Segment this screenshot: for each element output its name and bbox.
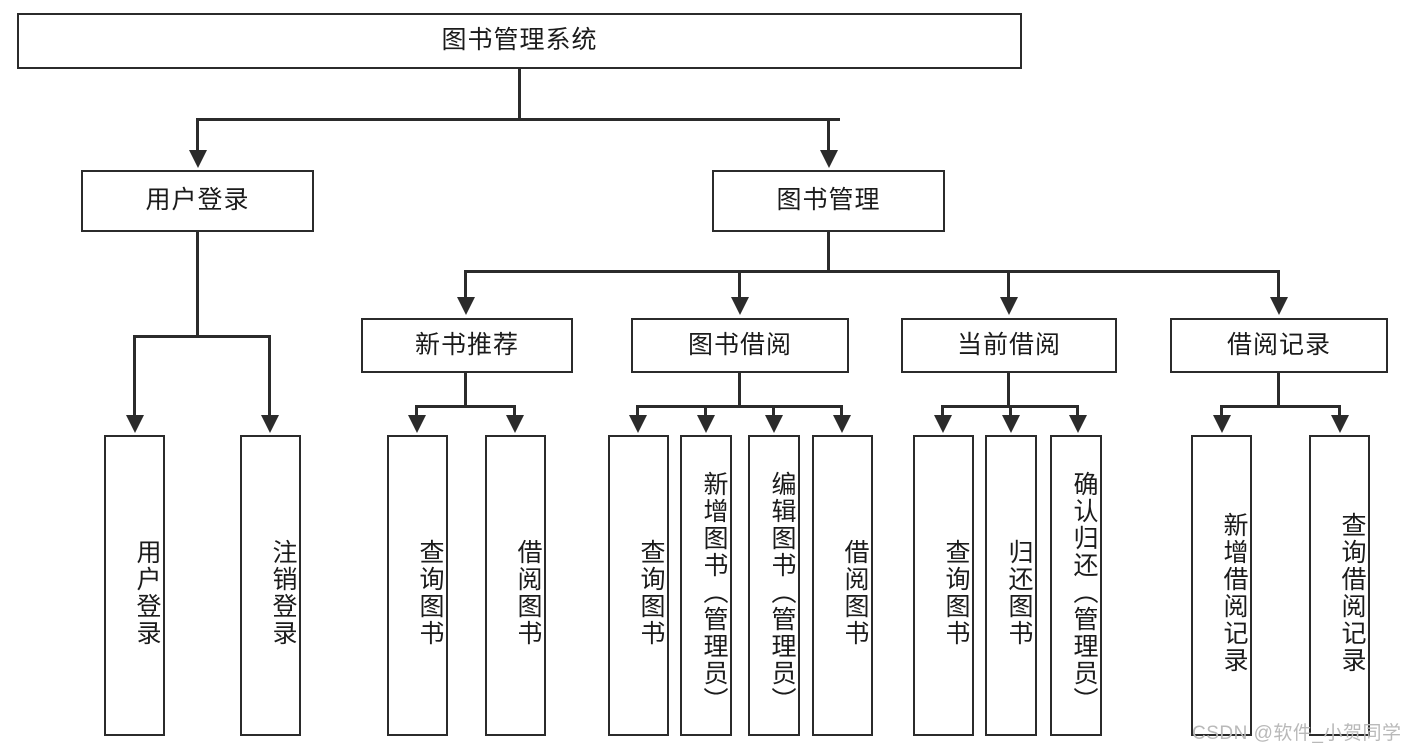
arrow-current-borrow-leaf1 [934, 415, 952, 433]
node-label: 借阅图书 [841, 538, 869, 647]
node-label: 用户登录 [133, 538, 161, 647]
connector-user-login-leaf1 [133, 335, 136, 418]
arrow-to-new-book [457, 297, 475, 315]
connector-borrow-record-bus [1220, 405, 1341, 408]
arrow-current-borrow-leaf2 [1002, 415, 1020, 433]
node-new-book-recommend[interactable]: 新书推荐 [361, 318, 573, 373]
node-current-borrow[interactable]: 当前借阅 [901, 318, 1117, 373]
node-label: 注销登录 [269, 538, 297, 647]
connector-book-borrow-leaf1 [636, 405, 639, 418]
arrow-to-borrow-record [1270, 297, 1288, 315]
connector-borrow-record-leaf2 [1338, 405, 1341, 418]
node-label: 查询图书 [416, 538, 444, 647]
leaf-return-book[interactable]: 归还图书 [985, 435, 1037, 736]
node-borrow-record[interactable]: 借阅记录 [1170, 318, 1388, 373]
connector-user-login-stem [196, 232, 199, 337]
connector-book-borrow-leaf2 [704, 405, 707, 418]
arrow-user-login-leaf2 [261, 415, 279, 433]
arrow-book-borrow-leaf4 [833, 415, 851, 433]
arrow-borrow-record-leaf2 [1331, 415, 1349, 433]
leaf-borrow-book-recommend[interactable]: 借阅图书 [485, 435, 546, 736]
node-label: 查询借阅记录 [1338, 511, 1366, 674]
arrow-root-to-book-mgmt [820, 150, 838, 168]
connector-root-to-user-login [196, 118, 199, 153]
arrow-current-borrow-leaf3 [1069, 415, 1087, 433]
node-label: 图书借阅 [687, 330, 792, 359]
node-label: 新书推荐 [414, 330, 519, 359]
node-label: 新增借阅记录 [1220, 511, 1248, 674]
connector-root-bus [196, 118, 840, 121]
node-label: 当前借阅 [956, 330, 1061, 359]
node-label: 图书管理 [776, 186, 881, 215]
leaf-user-login[interactable]: 用户登录 [104, 435, 165, 736]
connector-new-book-stem [464, 373, 467, 408]
connector-to-new-book [464, 270, 467, 300]
connector-to-borrow-record [1277, 270, 1280, 300]
leaf-query-book[interactable]: 查询图书 [608, 435, 669, 736]
arrow-borrow-record-leaf1 [1213, 415, 1231, 433]
node-label: 新增图书（管理员） [700, 471, 728, 714]
connector-current-borrow-leaf3 [1076, 405, 1079, 418]
connector-current-borrow-leaf1 [941, 405, 944, 418]
connector-book-mgmt-bus [464, 270, 1280, 273]
connector-root-stem [518, 69, 521, 120]
connector-book-mgmt-stem [827, 232, 830, 272]
leaf-add-book-admin[interactable]: 新增图书（管理员） [680, 435, 732, 736]
leaf-confirm-return-admin[interactable]: 确认归还（管理员） [1050, 435, 1102, 736]
node-book-management[interactable]: 图书管理 [712, 170, 945, 232]
node-label: 查询图书 [942, 538, 970, 647]
connector-borrow-record-leaf1 [1220, 405, 1223, 418]
arrow-book-borrow-leaf3 [765, 415, 783, 433]
connector-new-book-leaf2 [513, 405, 516, 418]
arrow-new-book-leaf1 [408, 415, 426, 433]
arrow-book-borrow-leaf2 [697, 415, 715, 433]
node-label: 确认归还（管理员） [1070, 471, 1098, 714]
connector-borrow-record-stem [1277, 373, 1280, 408]
node-label: 图书管理系统 [441, 26, 598, 55]
node-label: 编辑图书（管理员） [768, 471, 796, 714]
connector-to-book-borrow [738, 270, 741, 300]
arrow-book-borrow-leaf1 [629, 415, 647, 433]
node-label: 查询图书 [637, 538, 665, 647]
connector-user-login-leaf2 [268, 335, 271, 418]
arrow-root-to-user-login [189, 150, 207, 168]
leaf-query-borrow-record[interactable]: 查询借阅记录 [1309, 435, 1370, 736]
connector-root-to-book-mgmt [827, 118, 830, 153]
leaf-query-book-current[interactable]: 查询图书 [913, 435, 974, 736]
leaf-edit-book-admin[interactable]: 编辑图书（管理员） [748, 435, 800, 736]
leaf-logout[interactable]: 注销登录 [240, 435, 301, 736]
arrow-to-current-borrow [1000, 297, 1018, 315]
leaf-query-book-recommend[interactable]: 查询图书 [387, 435, 448, 736]
node-user-login[interactable]: 用户登录 [81, 170, 314, 232]
connector-book-borrow-leaf3 [772, 405, 775, 418]
csdn-watermark: CSDN @软件_小贺同学 [1192, 723, 1402, 744]
connector-book-borrow-leaf4 [840, 405, 843, 418]
connector-to-current-borrow [1007, 270, 1010, 300]
node-label: 借阅记录 [1226, 330, 1331, 359]
arrow-to-book-borrow [731, 297, 749, 315]
node-root-system[interactable]: 图书管理系统 [17, 13, 1022, 69]
connector-new-book-bus [415, 405, 516, 408]
node-label: 借阅图书 [514, 538, 542, 647]
connector-new-book-leaf1 [415, 405, 418, 418]
connector-book-borrow-stem [738, 373, 741, 408]
arrow-new-book-leaf2 [506, 415, 524, 433]
connector-user-login-bus [133, 335, 271, 338]
leaf-borrow-book[interactable]: 借阅图书 [812, 435, 873, 736]
connector-current-borrow-leaf2 [1009, 405, 1012, 418]
node-book-borrow[interactable]: 图书借阅 [631, 318, 849, 373]
node-label: 用户登录 [145, 186, 250, 215]
node-label: 归还图书 [1005, 538, 1033, 647]
arrow-user-login-leaf1 [126, 415, 144, 433]
connector-current-borrow-stem [1007, 373, 1010, 408]
connector-book-borrow-bus [636, 405, 843, 408]
leaf-add-borrow-record[interactable]: 新增借阅记录 [1191, 435, 1252, 736]
